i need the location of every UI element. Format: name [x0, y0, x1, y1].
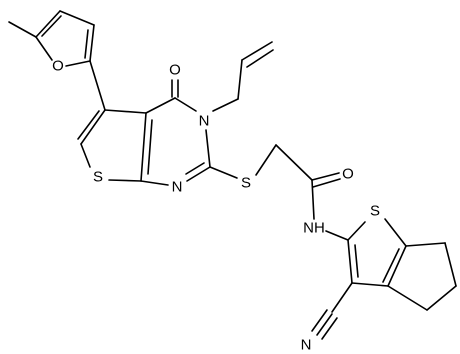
bond-c3a-c7a-inner — [147, 119, 153, 175]
atom-o-amide: O — [342, 166, 354, 183]
bond-allyl-ch2-ch — [237, 59, 243, 100]
bond-furan-c2-o — [65, 60, 91, 67]
bond-co-nh — [311, 179, 315, 220]
bond-furan-c5-c4-inner — [41, 15, 62, 37]
bond-furan-c3-c2 — [89, 24, 95, 62]
bond-c5-c4 — [426, 285, 457, 311]
atom-s-thiophene2: S — [370, 203, 380, 220]
bond-c2-n1 — [186, 166, 211, 182]
bond-c3a-c4 — [145, 97, 176, 114]
bond-allyl-ch-ch2 — [241, 41, 273, 61]
bond-furan-c5-c4 — [35, 10, 61, 38]
bond-furan-c4-c3 — [59, 10, 95, 26]
bond-thio-s-c7a — [108, 179, 142, 182]
bond-n3-c2 — [205, 129, 211, 168]
atom-s-thiophene: S — [93, 169, 103, 186]
bond-n3-ch2 — [212, 98, 239, 112]
atom-s-thioether: S — [241, 175, 251, 192]
bond-n1-c7a — [140, 180, 169, 186]
bond-thio-c3-c2-inner — [77, 110, 100, 140]
atom-n-ring: N — [199, 113, 210, 130]
bond-thio-c2-s — [80, 143, 91, 168]
bond-thio-c3a-c3 — [104, 109, 147, 114]
bond-c6a-c3a-inner — [382, 248, 400, 283]
bond-c4-c3a — [387, 285, 428, 311]
bond-co-o-double — [312, 178, 341, 188]
bond-c6a-c3a — [387, 245, 407, 287]
atom-o-furan: O — [52, 58, 64, 75]
bond-methyl — [8, 21, 37, 38]
bond-c3prime-cn — [331, 282, 353, 313]
bond-furan-thieno — [89, 60, 106, 111]
bond-furan-o-c5 — [35, 36, 53, 61]
bond-ch2-co — [275, 144, 313, 181]
bond-c6a-c6 — [405, 242, 446, 247]
bond-nh-c2prime — [325, 230, 349, 241]
bond-cn-triple-c — [321, 317, 338, 340]
atom-n-nitrile: N — [301, 337, 312, 354]
bond-furan-c3-c2-inner — [84, 29, 89, 59]
bond-cn-triple-a — [311, 309, 328, 332]
bond-c3prime-c2prime-inner — [354, 244, 359, 278]
bond-lines — [8, 10, 457, 340]
bond-c2prime-s — [347, 221, 366, 241]
bond-c4-n3 — [174, 97, 197, 112]
bond-c3prime-c2prime — [347, 239, 353, 284]
bond-c6-c5 — [444, 242, 457, 287]
bond-c3a-c7a — [140, 112, 147, 182]
atom-n-imine: N — [172, 179, 183, 196]
atom-nh-amide: NH — [303, 220, 325, 237]
bond-s-ch2 — [255, 144, 277, 176]
bond-allyl-ch-ch2-inner — [246, 49, 274, 68]
bond-c2-n1-inner — [185, 162, 205, 175]
bond-cn-triple-b — [316, 313, 333, 336]
bond-c3a-c3prime — [351, 282, 389, 287]
atom-o-carbonyl: O — [169, 62, 181, 79]
bond-c2-s — [209, 166, 238, 179]
bond-co-o — [311, 172, 340, 181]
bond-thio-c3-c2 — [80, 109, 106, 145]
bond-s-c6a — [384, 218, 407, 247]
atom-labels: O O N N S S O NH S N — [52, 58, 380, 354]
